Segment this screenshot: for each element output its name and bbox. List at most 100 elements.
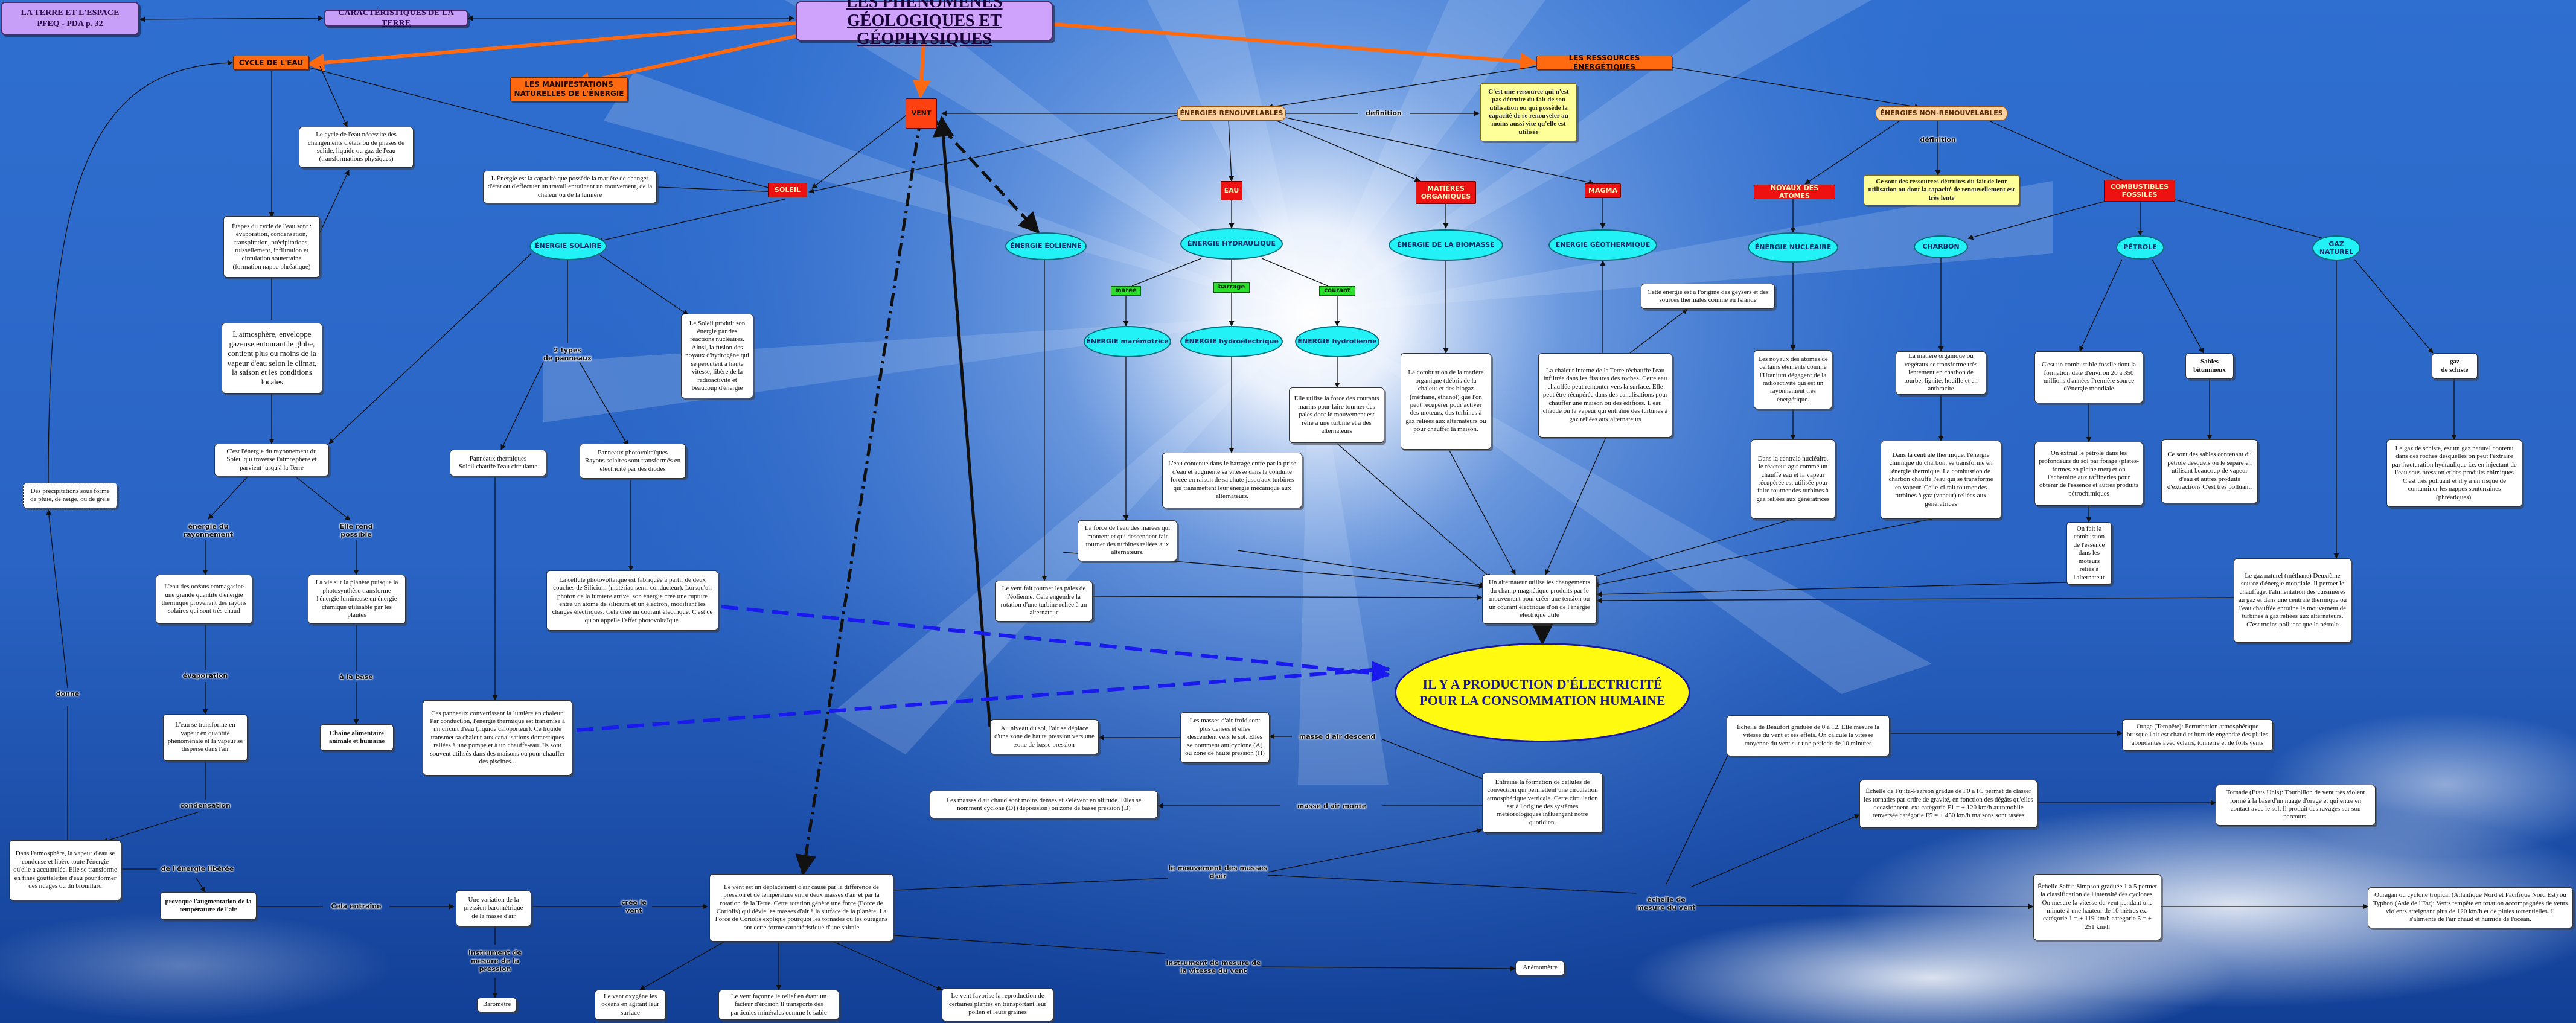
label-courant: courant: [1319, 286, 1355, 296]
node-extraction-petrole: On extrait le pétrole dans les profondeu…: [2034, 442, 2143, 506]
node-eau-transforme: L'eau se transforme en vapeur en quantit…: [163, 714, 248, 761]
node-anemometre: Anémomètre: [1515, 961, 1565, 975]
node-eau: EAU: [1221, 181, 1242, 200]
node-etapes-cycle: Étapes du cycle de l'eau sont : évaporat…: [223, 216, 320, 278]
node-utilise-force-courants: Elle utilise la force des courants marin…: [1289, 387, 1384, 443]
label-donne: donne: [56, 690, 80, 698]
node-gaz-schiste-desc: Le gaz de schiste, est un gaz naturel co…: [2386, 439, 2522, 507]
node-gaz-naturel: GAZ NATUREL: [2312, 235, 2360, 261]
node-centrale-nucleaire: Dans la centrale nucléaire, le réacteur …: [1751, 439, 1835, 519]
main-title: LES PHÉNOMÈNES GÉOLOGIQUES ET GÉOPHYSIQU…: [796, 0, 1053, 48]
node-matiere-organique-charbon: La matière organique ou végétaux se tran…: [1896, 351, 1986, 395]
node-chaine-alimentaire: Chaîne alimentaire animale et humaine: [320, 724, 394, 751]
node-ouragan: Ouragan ou cyclone tropical (Atlantique …: [2368, 887, 2573, 928]
node-alternateur: Un alternateur utilise les changements d…: [1482, 575, 1597, 624]
node-noyaux-atomes: NOYAUX DES ATOMES: [1754, 184, 1835, 200]
node-entraine-formation: Entraine la formation de cellules de con…: [1482, 773, 1603, 833]
node-energie-geothermique: ÉNERGIE GÉOTHERMIQUE: [1548, 229, 1657, 261]
node-charbon: CHARBON: [1914, 235, 1968, 258]
label-instrument-pression: instrument de mesure de la pression: [468, 949, 522, 974]
node-energie-definition: L'Énergie est la capacité que possède la…: [483, 171, 657, 203]
node-vent-favorise: Le vent favorise la reproduction de cert…: [942, 988, 1053, 1021]
node-geysers: Cette énergie est à l'origine des geyser…: [1641, 284, 1775, 309]
node-matieres-organiques: MATIÈRES ORGANIQUES: [1416, 181, 1476, 204]
label-a-la-base: à la base: [339, 673, 373, 681]
node-rayonnement-desc: C'est l'énergie du rayonnement du Soleil…: [214, 444, 329, 476]
node-eau-oceans: L'eau des océans emmagasine une grande q…: [156, 575, 252, 624]
node-gaz-naturel-desc: Le gaz naturel (méthane) Deuxième source…: [2234, 558, 2351, 643]
node-variation-pression: Une variation de la pression barométriqu…: [456, 890, 531, 926]
label-instrument-vitesse: instrument de mesure de la vitesse du ve…: [1166, 958, 1261, 975]
label-evaporation: évaporation: [182, 672, 228, 680]
nav-terre-espace[interactable]: LA TERRE ET L'ESPACE PFEQ - PDA p. 32: [1, 2, 139, 35]
node-cycle-desc: Le cycle de l'eau nécessite des changeme…: [299, 127, 414, 168]
node-vent-fait-tourner: Le vent fait tourner les pales de l'éoli…: [995, 581, 1093, 622]
label-definition-ren: définition: [1366, 109, 1402, 118]
node-energie-eolienne: ÉNERGIE ÉOLIENNE: [1005, 232, 1087, 260]
node-gaz-schiste: gaz de schiste: [2432, 353, 2478, 379]
node-energies-non-renouvelables: ÉNERGIES NON-RENOUVELABLES: [1876, 106, 2007, 121]
node-energies-renouvelables: ÉNERGIES RENOUVELABLES: [1177, 106, 1286, 121]
label-energie-rayonnement: énergie du rayonnement: [183, 522, 234, 538]
node-soleil-produit: Le Soleil produit son énergie par des ré…: [681, 314, 753, 398]
nav-caracteristiques-terre[interactable]: CARACTÉRISTIQUES DE LA TERRE: [324, 8, 468, 28]
label-masse-air-descend: masse d'air descend: [1299, 733, 1376, 741]
node-chaleur-interne: La chaleur interne de la Terre réchauffe…: [1538, 353, 1672, 438]
label-energie-liberee: de l'énergie libérée: [161, 865, 234, 873]
node-ressources: LES RESSOURCES ÉNERGÉTIQUES: [1536, 54, 1672, 71]
node-orage: Orage (Tempête): Perturbation atmosphéri…: [2122, 719, 2273, 751]
node-combustion-petrole: On fait la combustion de l'essence dans …: [2066, 522, 2112, 585]
node-production-electricite: IL Y A PRODUCTION D'ÉLECTRICITÉ POUR LA …: [1395, 643, 1690, 742]
label-barrage: barrage: [1213, 282, 1250, 293]
node-centrale-thermique: Dans la centrale thermique, l'énergie ch…: [1881, 441, 2001, 519]
node-cycle-eau: CYCLE DE L'EAU: [233, 56, 309, 70]
label-deux-types: 2 types de panneaux: [543, 346, 592, 362]
node-energie-solaire: ÉNERGIE SOLAIRE: [529, 232, 607, 260]
node-echelle-beaufort: Échelle de Beaufort graduée de 0 à 12. E…: [1727, 715, 1890, 756]
label-echelle-mesure: échelle de mesure du vent: [1637, 895, 1696, 911]
node-vent-oxygene: Le vent oxygène les océans en agitant le…: [595, 990, 666, 1020]
node-masses-air-chaud: Les masses d'air chaud sont moins denses…: [930, 791, 1158, 818]
node-soleil: SOLEIL: [768, 183, 807, 197]
node-energie-hydroelectrique: ÉNERGIE hydroélectrique: [1180, 326, 1283, 357]
node-sables-bitumineux: Sables bitumineux: [2185, 353, 2234, 379]
node-sables-desc: Ce sont des sables contenant du pétrole …: [2161, 439, 2258, 503]
node-petrole: PÉTROLE: [2116, 235, 2164, 260]
node-precipitations-forme: Des précipitations sous forme de pluie, …: [23, 483, 117, 508]
node-provoque-augmentation: provoque l'augmentation de la températur…: [160, 892, 257, 920]
node-energie-biomasse: ÉNERGIE DE LA BIOMASSE: [1389, 229, 1503, 261]
node-cellule-photovoltaique: La cellule photovoltaïque est fabriquée …: [546, 570, 718, 631]
node-manifestations: LES MANIFESTATIONS NATURELLES DE L'ÉNERG…: [510, 77, 628, 101]
node-atmosphere-vapeur: Dans l'atmosphère, la vapeur d'eau se co…: [9, 840, 121, 900]
node-tornade: Tornade (Etats Unis): Tourbillon de vent…: [2216, 785, 2376, 826]
node-noyaux-desc: Les noyaux des atomes de certains élémen…: [1754, 350, 1832, 409]
node-force-eau-marees: La force de l'eau des marées qui montent…: [1078, 520, 1177, 561]
node-def-non-renouvelable: Ce sont des ressources détruites du fait…: [1864, 175, 2019, 205]
label-mouvement-masses: le mouvement des masses d'air: [1168, 864, 1268, 880]
label-condensation: condensation: [180, 802, 231, 810]
node-echelle-saffir: Échelle Saffir-Simpson graduée 1 à 5 per…: [2033, 874, 2161, 940]
node-vent: VENT: [906, 98, 937, 129]
node-panneaux-thermiques: Panneaux thermiques Soleil chauffe l'eau…: [450, 450, 546, 476]
label-maree: marée: [1111, 286, 1141, 296]
node-magma: MAGMA: [1585, 183, 1621, 198]
node-combustion-matiere: La combustion de la matière organique (d…: [1401, 353, 1491, 450]
label-elle-rend-possible: Elle rend possible: [339, 522, 373, 538]
node-vent-deplacement: Le vent est un déplacement d'air causé p…: [709, 874, 893, 942]
label-cree-le-vent: crée le vent: [621, 898, 647, 914]
node-combustibles-fossiles: COMBUSTIBLES FOSSILES: [2104, 180, 2175, 202]
node-energie-hydrolienne: ÉNERGIE hydrolienne: [1295, 326, 1379, 357]
node-eau-contenue-barrage: L'eau contenue dans le barrage entre par…: [1162, 453, 1302, 508]
label-masse-air-monte: masse d'air monte: [1297, 802, 1367, 811]
node-atmosphere: L'atmosphère, enveloppe gazeuse entouran…: [222, 323, 322, 394]
label-cela-entraine: Cela entraîne: [331, 902, 382, 911]
node-niveau-sol: Au niveau du sol, l'air se déplace d'une…: [990, 719, 1099, 754]
node-petrole-desc: C'est un combustible fossile dont la for…: [2034, 351, 2143, 403]
node-barometre: Baromètre: [477, 998, 517, 1012]
label-definition-nonren: définition: [1920, 136, 1956, 144]
node-masses-air-froid: Les masses d'air froid sont plus denses …: [1180, 712, 1270, 763]
node-vie-planete: La vie sur la planète puisque la photosy…: [308, 575, 406, 624]
node-energie-nucleaire: ÉNERGIE NUCLÉAIRE: [1748, 232, 1838, 263]
node-energie-maremotrice: ÉNERGIE marémotrice: [1084, 326, 1171, 357]
node-echelle-fujita: Échelle de Fujita-Pearson gradué de F0 à…: [1859, 780, 2037, 828]
